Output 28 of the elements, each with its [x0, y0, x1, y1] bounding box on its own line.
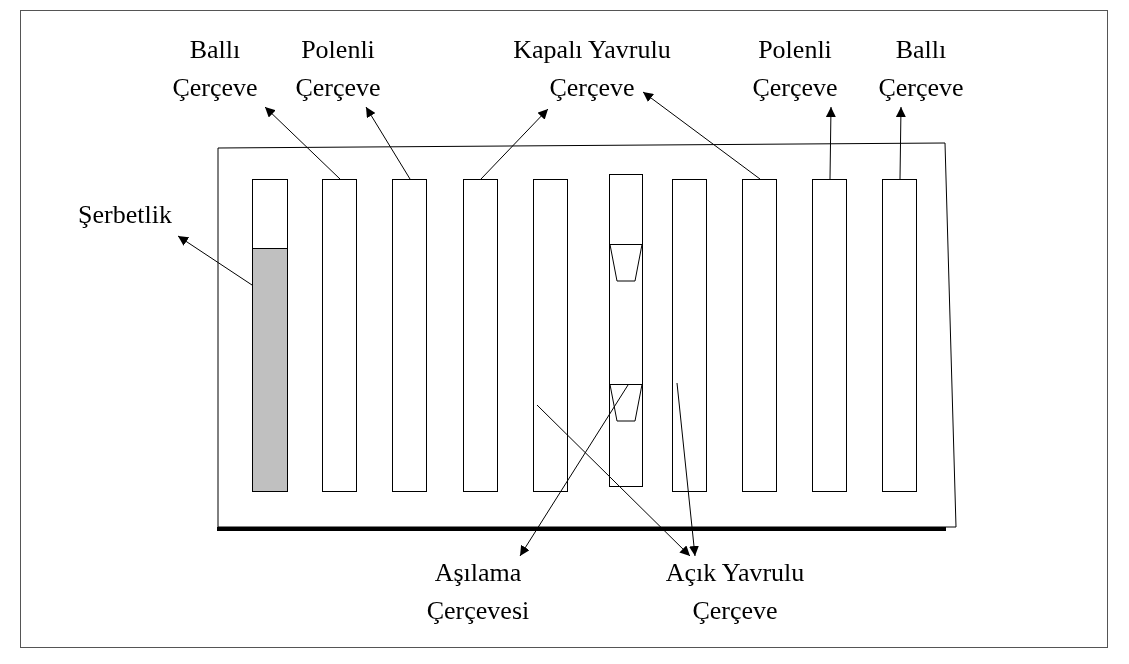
hive-frame: [812, 179, 847, 492]
feeder-frame: [252, 179, 288, 492]
leader-line: [895, 106, 906, 180]
hive-frame: [322, 179, 357, 492]
leader-line: [480, 108, 549, 180]
frame-label: Aşılama Çerçevesi: [413, 554, 543, 630]
frame-label: Ballı Çerçeve: [863, 31, 979, 107]
leader-line: [264, 106, 341, 180]
frame-label: Şerbetlik: [70, 196, 180, 234]
leader-line: [825, 106, 836, 180]
frame-label: Polenli Çerçeve: [280, 31, 396, 107]
leader-line: [536, 404, 691, 557]
frame-label: Açık Yavrulu Çerçeve: [647, 554, 823, 630]
hive-frame: [882, 179, 917, 492]
leader-line: [365, 106, 411, 180]
leader-line: [676, 382, 699, 557]
hive-frame: [463, 179, 498, 492]
frame-label: Polenli Çerçeve: [737, 31, 853, 107]
hive-frame: [533, 179, 568, 492]
hive-frame: [392, 179, 427, 492]
hive-frame: [609, 174, 643, 487]
leader-line: [642, 91, 761, 180]
leader-line: [177, 235, 253, 286]
leader-line: [519, 384, 629, 557]
hive-frame: [672, 179, 707, 492]
frame-label: Ballı Çerçeve: [157, 31, 273, 107]
frame-label: Kapalı Yavrulu Çerçeve: [497, 31, 687, 107]
hive-frame: [742, 179, 777, 492]
